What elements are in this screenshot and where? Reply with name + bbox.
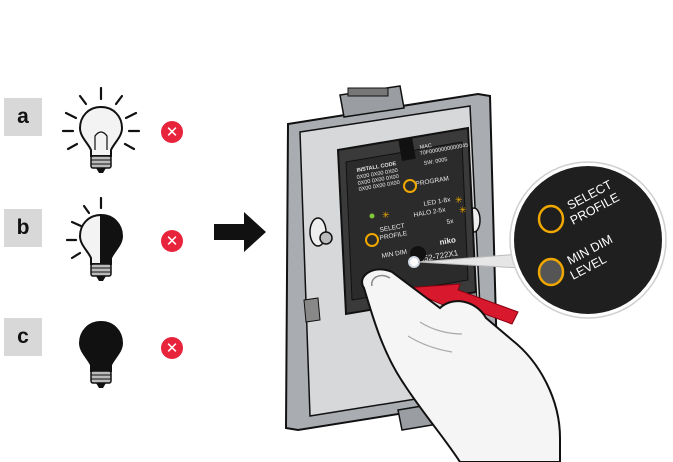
min-dim-label: MIN DIM [381,249,407,260]
mac-label: MAC [419,143,432,151]
cross-icon: ✕ [161,337,183,359]
callout-min-dim-button [537,257,565,287]
min-dim-button[interactable] [408,256,420,268]
finger-icon [361,268,561,462]
bulb-on-icon [61,86,141,173]
row-label-b: b [4,209,42,247]
led-label: LED 1-8x [423,196,452,208]
brand-logo: niko [439,235,457,247]
led-symbols: ✳ ✳ ✳ [382,195,467,220]
svg-text:✳: ✳ [382,210,390,220]
status-led-indicator [369,213,375,219]
svg-text:✳: ✳ [455,195,463,205]
row-label-c: c [4,318,42,356]
sw-label: SW: 0005 [423,157,448,167]
select-profile-button[interactable] [365,233,379,247]
bulb-off-icon [78,320,124,388]
select-label: SELECT [379,223,405,234]
third-profile-label: 5x [446,218,455,226]
callout-select-profile-button [537,204,565,234]
cross-icon: ✕ [161,230,183,252]
arrow-right-icon [214,212,266,252]
profile-label: PROFILE [379,230,408,242]
row-label-a: a [4,98,42,136]
svg-text:✳: ✳ [459,205,467,215]
bulb-half-icon [65,196,124,281]
callout-magnifier: SELECT PROFILE MIN DIM LEVEL [509,161,667,319]
program-button[interactable] [403,179,417,193]
cross-icon: ✕ [161,121,183,143]
